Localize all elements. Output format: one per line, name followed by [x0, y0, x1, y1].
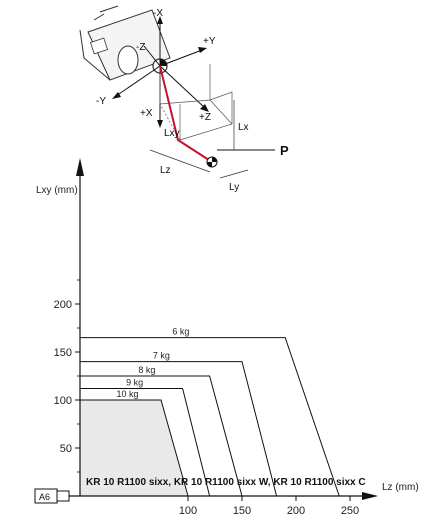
wrist-housing-outline	[79, 29, 111, 81]
series-label-bg-3	[124, 377, 146, 388]
robot-wrist-diagram: -X +Y -Z -Y +X +Z Lxy Lx Lz Ly P	[79, 5, 289, 193]
series-label-0: 6 kg	[172, 327, 189, 337]
label-p: P	[280, 143, 289, 158]
x-tick-label-3: 250	[341, 505, 359, 517]
y-axis-title: Lxy (mm)	[36, 185, 78, 196]
series-label-bg-4	[114, 389, 141, 399]
label-pos-x: +X	[140, 108, 153, 119]
x-tick-label-0: 100	[179, 505, 197, 517]
label-pos-y: +Y	[203, 36, 216, 47]
series-label-1: 7 kg	[153, 351, 170, 361]
y-tick-label-0: 50	[60, 443, 72, 455]
payload-point-fill-icon	[207, 157, 217, 167]
wrist-plate	[89, 37, 109, 55]
axis-neg-z	[143, 45, 161, 67]
axis-pos-y	[159, 49, 203, 67]
y-tick-label-1: 100	[54, 395, 72, 407]
rated-payload-area	[80, 400, 188, 496]
y-tick-label-3: 200	[54, 299, 72, 311]
series-line-3	[80, 387, 211, 497]
wrist-housing	[87, 9, 171, 81]
series-line-4	[80, 399, 189, 497]
axis-neg-y	[115, 65, 161, 97]
a6-label: A6	[39, 492, 50, 502]
arrow-neg-x-icon	[157, 16, 163, 24]
dim-lz	[149, 149, 211, 173]
series-label-bg-2	[136, 365, 158, 375]
arrow-pos-z-icon	[200, 104, 209, 112]
robot-models-annotation: KR 10 R1100 sixx, KR 10 R1100 sixx W, KR…	[86, 477, 366, 488]
dim-ly	[219, 169, 249, 179]
arrow-neg-y-icon	[112, 92, 121, 99]
x-tick-label-2: 200	[287, 505, 305, 517]
label-lz: Lz	[160, 165, 171, 176]
label-lxy: Lxy	[164, 128, 180, 139]
x-axis-title: Lz (mm)	[382, 482, 419, 493]
x-tick-label-1: 150	[233, 505, 251, 517]
arrow-pos-y-icon	[198, 47, 207, 53]
label-neg-z: -Z	[136, 42, 145, 53]
label-neg-x: -X	[153, 8, 163, 19]
y-axis-arrow-icon	[76, 158, 84, 176]
series-layer: 6 kg 7 kg 8 kg 9 kg 10 kg	[80, 326, 340, 497]
axes-layer	[35, 158, 378, 500]
flange-body-icon	[56, 490, 70, 502]
wrist-housing-edge	[93, 5, 119, 21]
label-ly: Ly	[229, 182, 239, 193]
axis-pos-z	[159, 65, 206, 109]
dimension-box	[159, 64, 233, 141]
label-lx: Lx	[238, 122, 249, 133]
arrow-pos-x-icon	[157, 120, 163, 128]
y-tick-label-2: 150	[54, 347, 72, 359]
series-line-1	[80, 361, 278, 497]
series-line-0	[80, 337, 340, 497]
series-line-2	[80, 375, 243, 497]
series-label-bg-1	[150, 350, 172, 361]
series-label-3: 9 kg	[126, 377, 143, 387]
a6-flange: A6	[34, 488, 70, 504]
dimension-box-hidden-edge	[159, 103, 181, 141]
label-pos-z: +Z	[199, 112, 211, 123]
series-label-bg-0	[170, 326, 192, 337]
series-label-2: 8 kg	[138, 365, 155, 375]
ticks-layer: 50 100 150 200 100 150 200 250	[54, 279, 359, 517]
wrist-joint	[117, 45, 139, 75]
x-axis-arrow-icon	[362, 492, 378, 500]
payload-chart: 6 kg 7 kg 8 kg 9 kg 10 kg 50 100 150 200 100 150 2…	[34, 158, 419, 517]
series-label-4: 10 kg	[116, 389, 138, 399]
load-path	[159, 65, 213, 163]
label-neg-y: -Y	[96, 96, 106, 107]
